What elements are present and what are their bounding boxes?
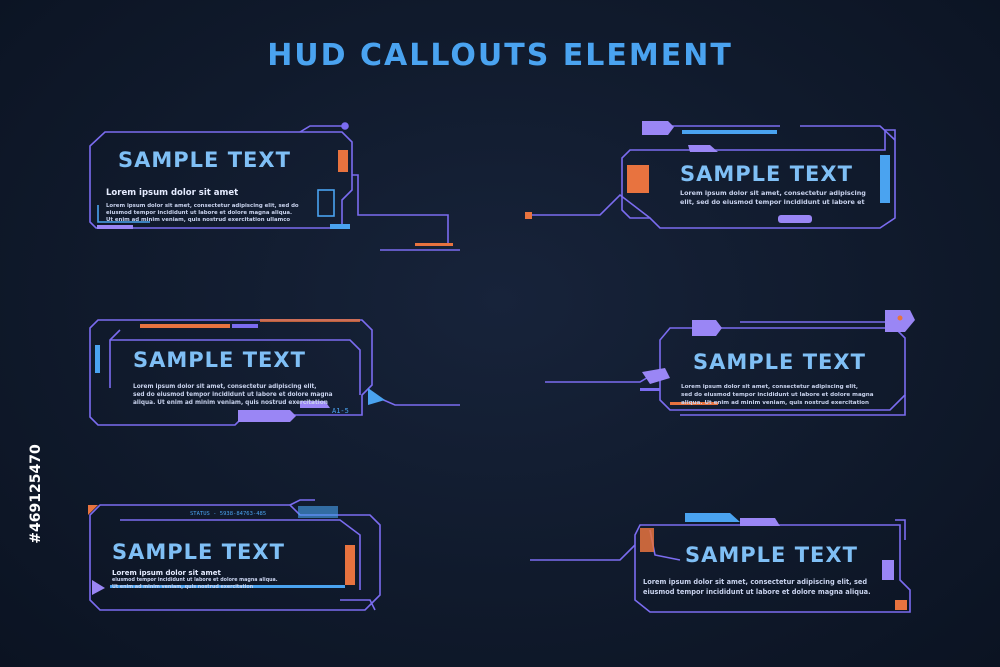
callout-6-heading: SAMPLE TEXT xyxy=(685,543,858,567)
callout-5-subheading: Lorem ipsum dolor sit amet xyxy=(112,569,221,577)
callout-1-frame xyxy=(89,122,460,251)
callout-2-frame xyxy=(530,125,896,229)
callout-3-frame xyxy=(89,319,460,426)
callout-1-body: Lorem ipsum dolor sit amet, consectetur … xyxy=(106,203,299,223)
callout-3-tag: A1-5 xyxy=(332,407,349,415)
callout-4-body: Lorem ipsum dolor sit amet, consectetur … xyxy=(681,384,874,406)
callout-5-body: eiusmod tempor incididunt ut labore et d… xyxy=(112,578,278,590)
callout-5-accents xyxy=(88,505,355,595)
callout-6-body: Lorem ipsum dolor sit amet, consectetur … xyxy=(643,578,871,596)
callout-5-heading: SAMPLE TEXT xyxy=(112,540,285,564)
callout-5-frame xyxy=(89,499,381,611)
page-title: HUD CALLOUTS ELEMENT xyxy=(267,38,733,73)
callout-1-subheading: Lorem ipsum dolor sit amet xyxy=(106,188,239,198)
callout-2-heading: SAMPLE TEXT xyxy=(680,162,853,186)
callout-4-accents xyxy=(640,310,915,405)
callout-4-heading: SAMPLE TEXT xyxy=(693,350,866,374)
stock-id-label: #469125470 xyxy=(28,444,44,544)
callout-3-heading: SAMPLE TEXT xyxy=(133,348,306,372)
callout-2-accents xyxy=(525,121,890,223)
callout-2-body: Lorem ipsum dolor sit amet, consectetur … xyxy=(680,189,866,206)
callout-1-heading: SAMPLE TEXT xyxy=(118,148,291,172)
callout-1-accents xyxy=(97,150,453,246)
callout-5-status: STATUS - 5938-84763-485 xyxy=(190,511,267,517)
callout-3-body: Lorem ipsum dolor sit amet, consectetur … xyxy=(133,384,333,406)
callout-3-accents xyxy=(95,319,385,422)
callout-6-accents xyxy=(640,513,907,610)
